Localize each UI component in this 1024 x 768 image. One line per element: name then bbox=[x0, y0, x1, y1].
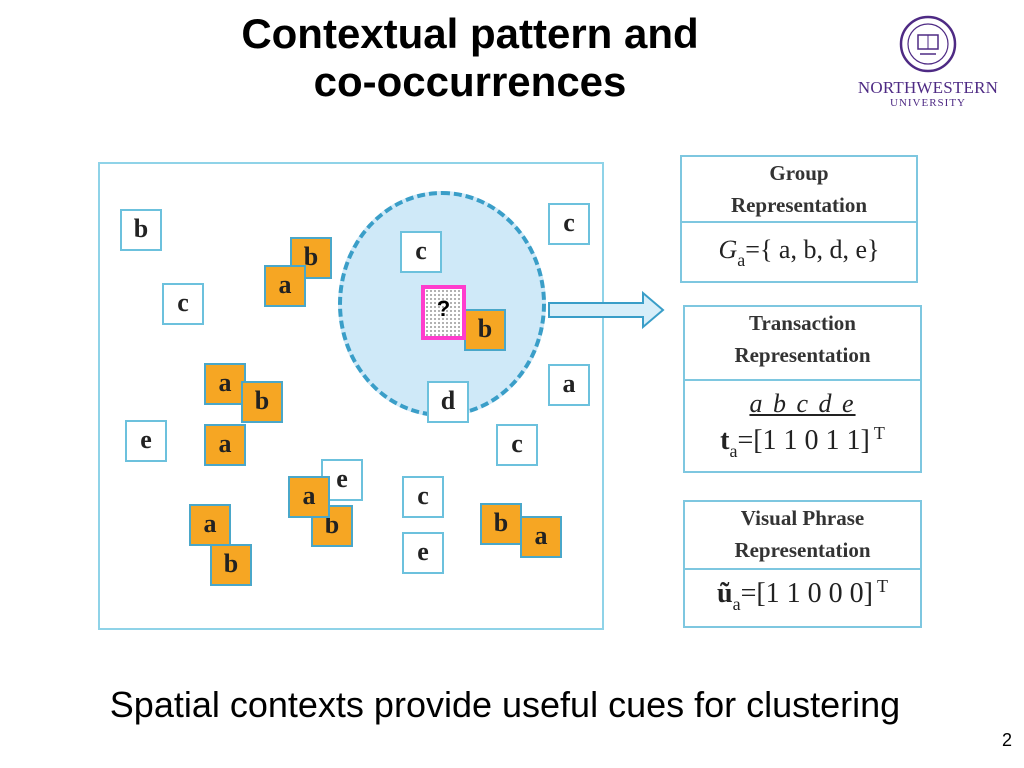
transaction-panel-body: a b c d e ta=[1 1 0 1 1]T bbox=[685, 381, 920, 471]
scene-item: c bbox=[496, 424, 538, 466]
transaction-vector-formula: ta=[1 1 0 1 1]T bbox=[685, 423, 920, 461]
scene-item: e bbox=[125, 420, 167, 462]
slide-title: Contextual pattern and co-occurrences bbox=[120, 10, 820, 106]
transaction-letters: a b c d e bbox=[749, 389, 856, 418]
university-seal-icon bbox=[899, 15, 957, 73]
spatial-scene-frame bbox=[98, 162, 604, 630]
scene-item: b bbox=[210, 544, 252, 586]
group-representation-panel: Group Representation Ga={ a, b, d, e} bbox=[680, 155, 918, 283]
right-arrow-icon bbox=[548, 290, 665, 330]
visual-phrase-representation-panel: Visual Phrase Representation ũa=[1 1 0 0… bbox=[683, 500, 922, 628]
group-set-formula: Ga={ a, b, d, e} bbox=[682, 235, 916, 270]
query-patch: ? bbox=[421, 285, 466, 340]
phrase-panel-title: Visual Phrase Representation bbox=[685, 502, 920, 570]
phrase-title-line-1: Visual Phrase bbox=[740, 506, 865, 530]
scene-item: b bbox=[120, 209, 162, 251]
scene-item: a bbox=[520, 516, 562, 558]
transaction-subscript: a bbox=[729, 441, 738, 461]
northwestern-logo: NORTHWESTERN UNIVERSITY bbox=[848, 14, 1008, 114]
scene-item: c bbox=[162, 283, 204, 325]
transaction-title-line-2: Representation bbox=[734, 343, 871, 367]
phrase-vector-formula: ũa=[1 1 0 0 0]T bbox=[685, 576, 920, 614]
phrase-vector: =[1 1 0 0 0] bbox=[740, 578, 874, 609]
group-set: ={ a, b, d, e} bbox=[745, 235, 880, 264]
scene-item: c bbox=[402, 476, 444, 518]
transaction-representation-panel: Transaction Representation a b c d e ta=… bbox=[683, 305, 922, 473]
scene-item: a bbox=[264, 265, 306, 307]
phrase-panel-body: ũa=[1 1 0 0 0]T bbox=[685, 570, 920, 626]
group-symbol: G bbox=[718, 235, 738, 264]
scene-item: a bbox=[548, 364, 590, 406]
page-number: 2 bbox=[1001, 730, 1012, 750]
group-title-line-1: Group bbox=[769, 161, 829, 185]
transaction-symbol: t bbox=[720, 425, 730, 456]
scene-item: a bbox=[204, 363, 246, 405]
scene-item: b bbox=[241, 381, 283, 423]
phrase-subscript: a bbox=[732, 594, 741, 614]
scene-item: a bbox=[288, 476, 330, 518]
phrase-title-line-2: Representation bbox=[734, 538, 871, 562]
scene-item: d bbox=[427, 381, 469, 423]
scene-item: a bbox=[189, 504, 231, 546]
logo-name: NORTHWESTERN bbox=[857, 78, 999, 97]
transaction-letters-row: a b c d e bbox=[685, 389, 920, 419]
group-panel-title: Group Representation bbox=[682, 157, 916, 223]
transaction-vector: =[1 1 0 1 1] bbox=[737, 425, 870, 456]
slide-caption: Spatial contexts provide useful cues for… bbox=[109, 684, 901, 725]
phrase-symbol: ũ bbox=[716, 578, 733, 609]
group-subscript: a bbox=[737, 250, 746, 270]
scene-item: c bbox=[400, 231, 442, 273]
logo-subtitle: UNIVERSITY bbox=[890, 97, 966, 109]
transaction-panel-title: Transaction Representation bbox=[685, 307, 920, 381]
scene-item: b bbox=[480, 503, 522, 545]
scene-item: b bbox=[464, 309, 506, 351]
group-panel-body: Ga={ a, b, d, e} bbox=[682, 223, 916, 281]
transaction-title-line-1: Transaction bbox=[749, 311, 856, 335]
scene-item: c bbox=[548, 203, 590, 245]
transaction-superscript: T bbox=[873, 423, 885, 443]
scene-item: e bbox=[402, 532, 444, 574]
phrase-superscript: T bbox=[877, 576, 889, 596]
title-line-2: co-occurrences bbox=[313, 58, 627, 105]
group-title-line-2: Representation bbox=[730, 193, 868, 217]
title-line-1: Contextual pattern and bbox=[241, 10, 699, 57]
scene-item: a bbox=[204, 424, 246, 466]
